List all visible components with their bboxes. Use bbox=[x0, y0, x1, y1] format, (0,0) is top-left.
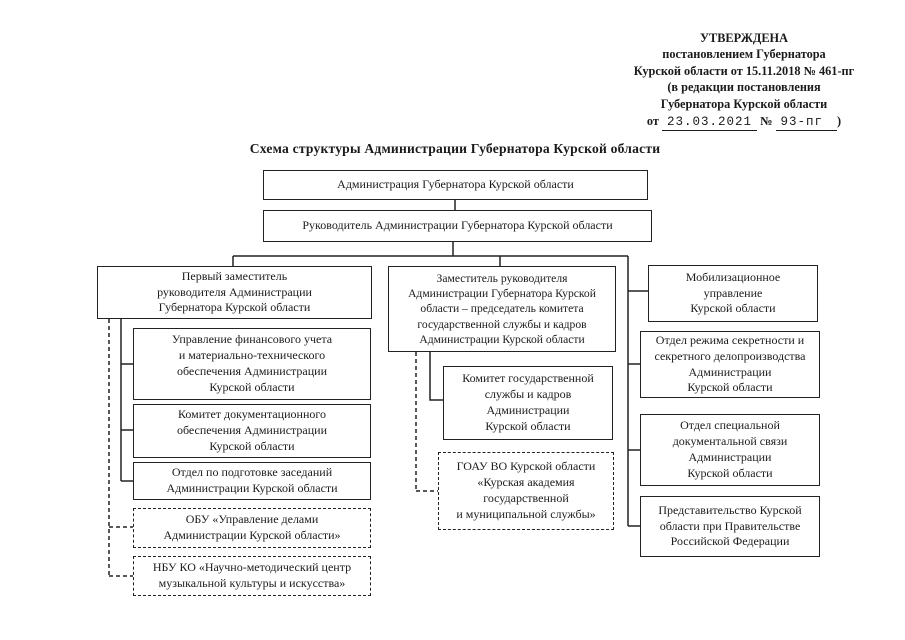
org-box-finance-directorate: Управление финансового учета и материаль… bbox=[133, 328, 371, 400]
org-box-music-center: НБУ КО «Научно-методический центр музыка… bbox=[133, 556, 371, 596]
org-box-sessions-department: Отдел по подготовке заседаний Администра… bbox=[133, 462, 371, 500]
org-box-mobilization-directorate: Мобилизационное управление Курской облас… bbox=[648, 265, 818, 322]
org-box-special-communications: Отдел специальной документальной связи А… bbox=[640, 414, 820, 486]
org-box-deputy-head: Заместитель руководителя Администрации Г… bbox=[388, 266, 616, 352]
approval-date-value: 23.03.2021 bbox=[661, 115, 757, 132]
org-box-academy: ГОАУ ВО Курской области «Курская академи… bbox=[438, 452, 614, 530]
org-box-affairs-office: ОБУ «Управление делами Администрации Кур… bbox=[133, 508, 371, 548]
approval-line: постановлением Губернатора bbox=[662, 47, 826, 62]
approval-closing-paren: ) bbox=[837, 114, 842, 129]
approval-number-value: 93-пг bbox=[775, 115, 838, 132]
org-box-representative-office: Представительство Курской области при Пр… bbox=[640, 496, 820, 557]
org-box-secrecy-department: Отдел режима секретности и секретного де… bbox=[640, 331, 820, 398]
approval-line: Курской области от 15.11.2018 № 461-пг bbox=[633, 63, 855, 78]
approval-line: Губернатора Курской области bbox=[660, 96, 828, 111]
org-box-documentation-committee: Комитет документационного обеспечения Ад… bbox=[133, 404, 371, 458]
org-box-administration: Администрация Губернатора Курской област… bbox=[263, 170, 648, 200]
approval-line: (в редакции постановления bbox=[667, 80, 821, 95]
org-box-civil-service-committee: Комитет государственной службы и кадров … bbox=[443, 366, 613, 440]
org-box-head-of-administration: Руководитель Администрации Губернатора К… bbox=[263, 210, 652, 242]
approval-stamp: УТВЕРЖДЕНА постановлением Губернатора Ку… bbox=[588, 30, 900, 132]
approval-from-label: от bbox=[646, 114, 659, 129]
approval-line: УТВЕРЖДЕНА bbox=[700, 31, 788, 45]
approval-number-sign: № bbox=[760, 114, 773, 129]
org-box-first-deputy: Первый заместитель руководителя Админист… bbox=[97, 266, 372, 319]
approval-edit-line: от 23.03.2021 № 93-пг) bbox=[588, 113, 900, 132]
page-title: Схема структуры Администрации Губернатор… bbox=[249, 141, 661, 156]
